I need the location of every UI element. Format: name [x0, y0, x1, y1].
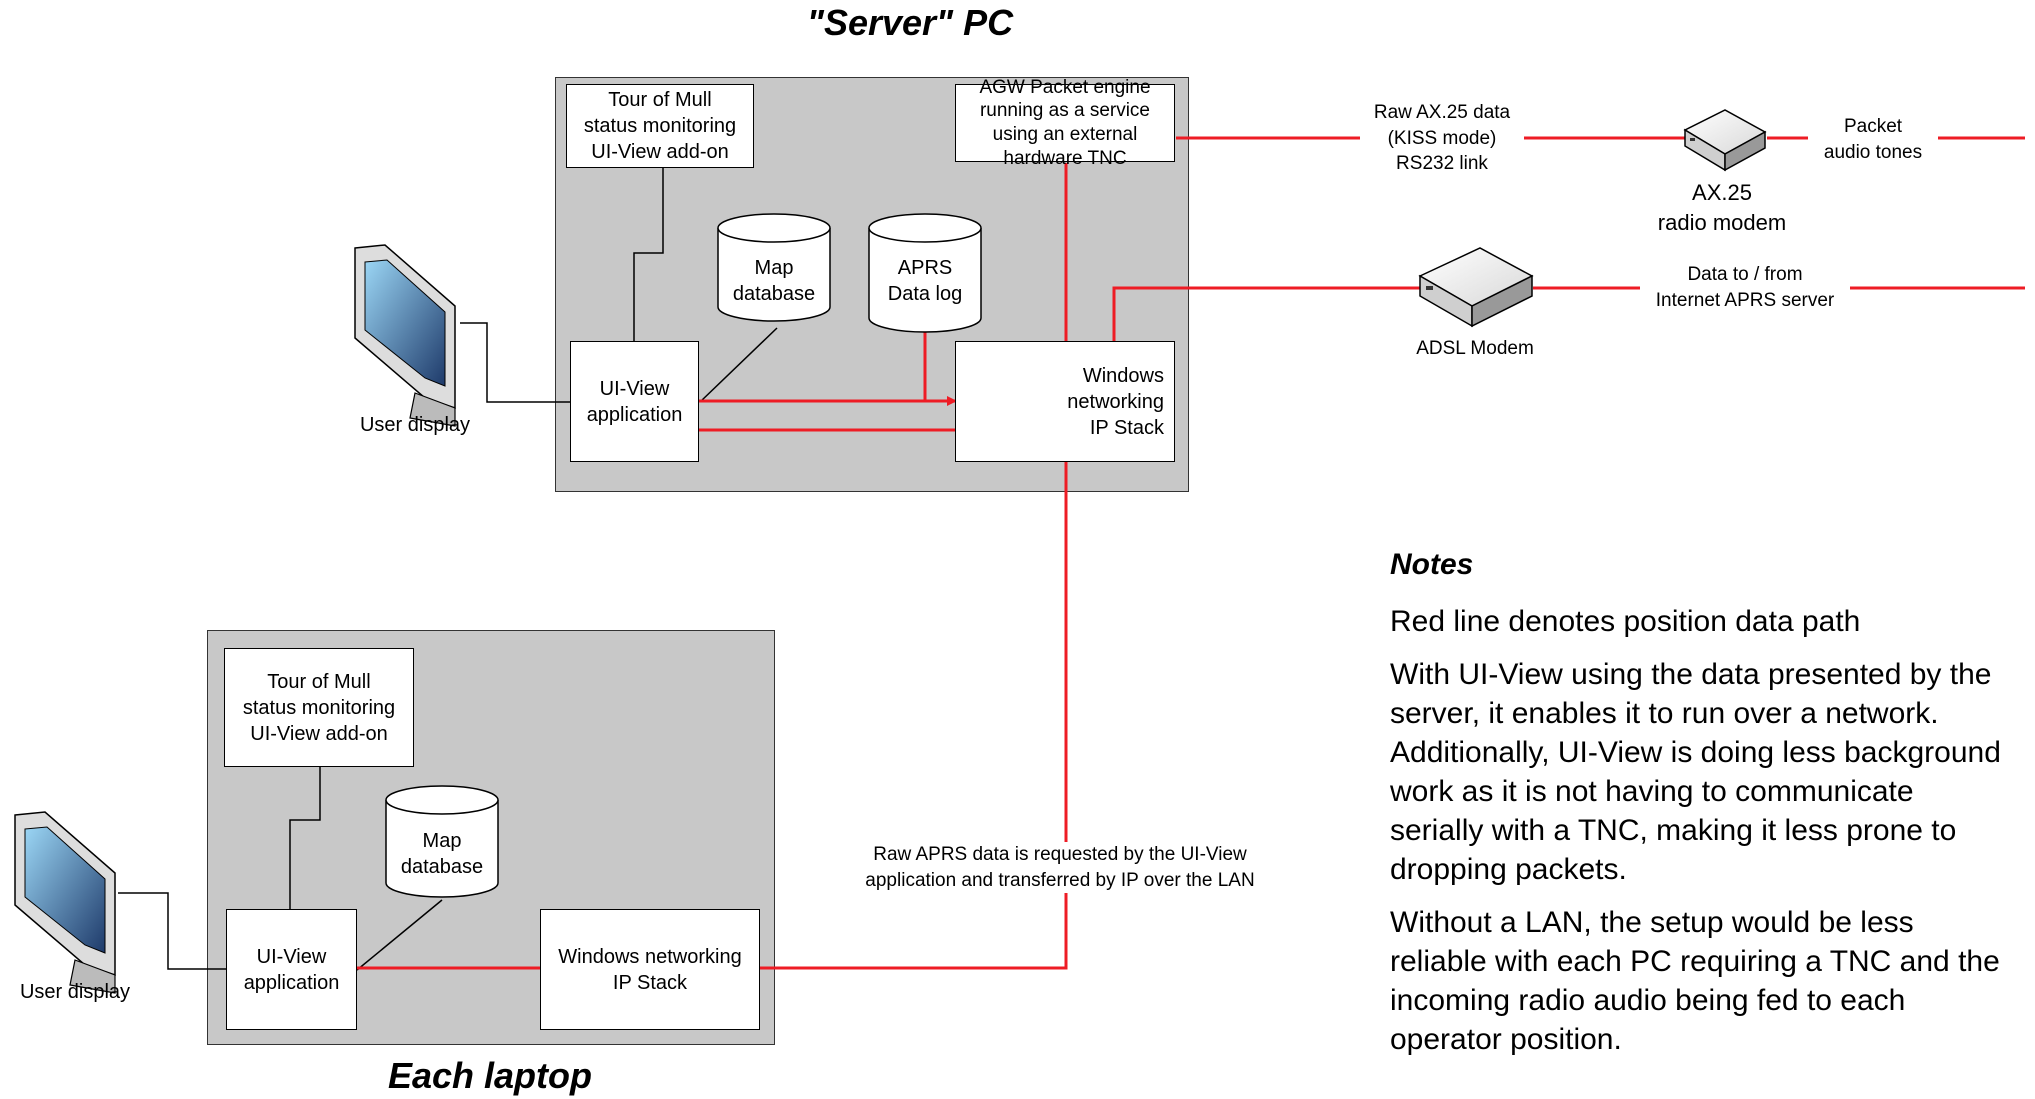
laptop-title: Each laptop [387, 1055, 593, 1096]
data-to-from-caption: Data to / from Internet APRS server [1640, 262, 1850, 314]
packet-audio-tones-caption: Packet audio tones [1808, 114, 1938, 166]
laptop-uiview-box: UI-View application [226, 909, 357, 1030]
server-windows-networking-box: Windows networking IP Stack [955, 341, 1175, 462]
server-pc-title: "Server" PC [806, 2, 1014, 43]
notes-paragraph-3: Without a LAN, the setup would be less r… [1390, 906, 2000, 1056]
server-map-database-label: Map database [732, 257, 816, 305]
server-tour-of-mull-box: Tour of Mull status monitoring UI-View a… [566, 84, 754, 168]
laptop-black-lines [118, 767, 443, 971]
lan-transfer-caption: Raw APRS data is requested by the UI-Vie… [835, 842, 1285, 894]
server-agw-packet-engine-box: AGW Packet engine running as a service u… [955, 77, 1175, 169]
server-black-lines [460, 168, 778, 403]
server-aprs-log-cylinder [868, 213, 982, 333]
ax25-modem-icon [1683, 109, 1767, 172]
laptop-monitor-icon [14, 811, 116, 994]
notes-panel: Notes Red line denotes position data pat… [1390, 545, 2010, 1073]
notes-paragraph-2: With UI-View using the data presented by… [1390, 658, 2001, 886]
ax25-modem-caption: AX.25 radio modem [1657, 180, 1787, 235]
laptop-tour-of-mull-box: Tour of Mull status monitoring UI-View a… [224, 648, 414, 767]
laptop-map-database-cylinder [385, 785, 499, 898]
adsl-modem-caption: ADSL Modem [1416, 338, 1534, 359]
adsl-modem-icon [1418, 247, 1534, 328]
server-monitor-icon [354, 244, 456, 427]
raw-ax25-caption: Raw AX.25 data (KISS mode) RS232 link [1360, 100, 1524, 177]
server-aprs-log-label: APRS Data log [887, 257, 963, 305]
notes-paragraph-1: Red line denotes position data path [1390, 605, 1861, 638]
server-user-display-label: User display [359, 414, 471, 436]
server-map-database-cylinder [717, 213, 831, 322]
notes-heading: Notes [1390, 548, 1474, 581]
laptop-map-database-label: Map database [400, 830, 484, 878]
laptop-user-display-label: User display [19, 981, 131, 1003]
server-uiview-box: UI-View application [570, 341, 699, 462]
laptop-windows-networking-box: Windows networking IP Stack [540, 909, 760, 1030]
